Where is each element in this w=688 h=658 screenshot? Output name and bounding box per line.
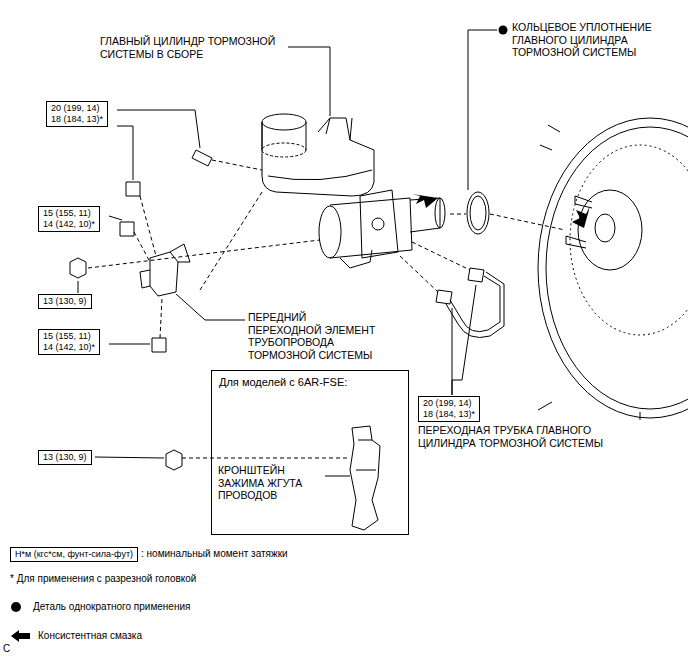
harness-bracket <box>350 426 380 530</box>
torque-box: 20 (199, 14)18 (184, 13)* <box>46 101 108 127</box>
grease-symbol <box>10 628 34 644</box>
model-region-box: Для моделей с 6AR-FSE: <box>211 370 409 535</box>
hex-nut <box>70 258 182 470</box>
torque-value: 20 (199, 14) <box>423 398 475 409</box>
part-label: C <box>3 643 10 656</box>
torque-value: 18 (184, 13)* <box>423 409 475 420</box>
torque-value: 15 (155, 11) <box>43 208 95 219</box>
brake-booster <box>538 118 688 420</box>
front-adapter <box>140 244 190 296</box>
legend-text: Деталь однократного применения <box>33 601 190 613</box>
torque-value: 13 (130, 9) <box>43 296 87 307</box>
torque-value: 14 (142, 10)* <box>43 342 95 353</box>
part-label: КОЛЬЦЕВОЕ УПЛОТНЕНИЕ ГЛАВНОГО ЦИЛИНДРА Т… <box>512 21 680 59</box>
single-use-mark <box>499 26 508 35</box>
part-label: КРОНШТЕЙН ЗАЖИМА ЖГУТА ПРОВОДОВ <box>218 464 330 502</box>
torque-box: 20 (199, 14)18 (184, 13)* <box>418 396 480 422</box>
brake-pipe <box>446 272 504 338</box>
torque-value: 18 (184, 13)* <box>51 114 103 125</box>
part-label: ПЕРЕДНИЙ ПЕРЕХОДНОЙ ЭЛЕМЕНТ ТРУБОПРОВОДА… <box>248 311 380 361</box>
torque-box: 13 (130, 9) <box>38 450 92 465</box>
master-cylinder <box>262 114 445 268</box>
torque-value: 20 (199, 14) <box>51 103 103 114</box>
torque-value: 15 (155, 11) <box>43 331 95 342</box>
single-use-symbol <box>10 599 34 615</box>
torque-box: 15 (155, 11)14 (142, 10)* <box>38 206 100 232</box>
torque-value: 13 (130, 9) <box>43 452 87 463</box>
torque-value: Н*м (кгс*см, фунт-сила-фут) <box>15 549 133 560</box>
part-label: : номинальный момент затяжки <box>141 548 288 561</box>
torque-box: 15 (155, 11)14 (142, 10)* <box>38 329 100 355</box>
leader-line <box>78 30 497 476</box>
part-label: ПЕРЕХОДНАЯ ТРУБКА ГЛАВНОГО ЦИЛИНДРА ТОРМ… <box>418 424 623 449</box>
assembly-line <box>88 160 565 458</box>
o-ring <box>467 192 489 234</box>
torque-box: Н*м (кгс*см, фунт-сила-фут) <box>10 547 138 562</box>
grease-arrow <box>412 194 590 228</box>
region-heading: Для моделей с 6AR-FSE: <box>219 376 401 389</box>
part-label: ГЛАВНЫЙ ЦИЛИНДР ТОРМОЗНОЙ СИСТЕМЫ В СБОР… <box>100 35 295 60</box>
part-label: * Для применения с разрезной головкой <box>10 573 196 586</box>
torque-box: 13 (130, 9) <box>38 294 92 309</box>
legend-text: Консистентная смазка <box>38 630 142 642</box>
torque-value: 14 (142, 10)* <box>43 219 95 230</box>
